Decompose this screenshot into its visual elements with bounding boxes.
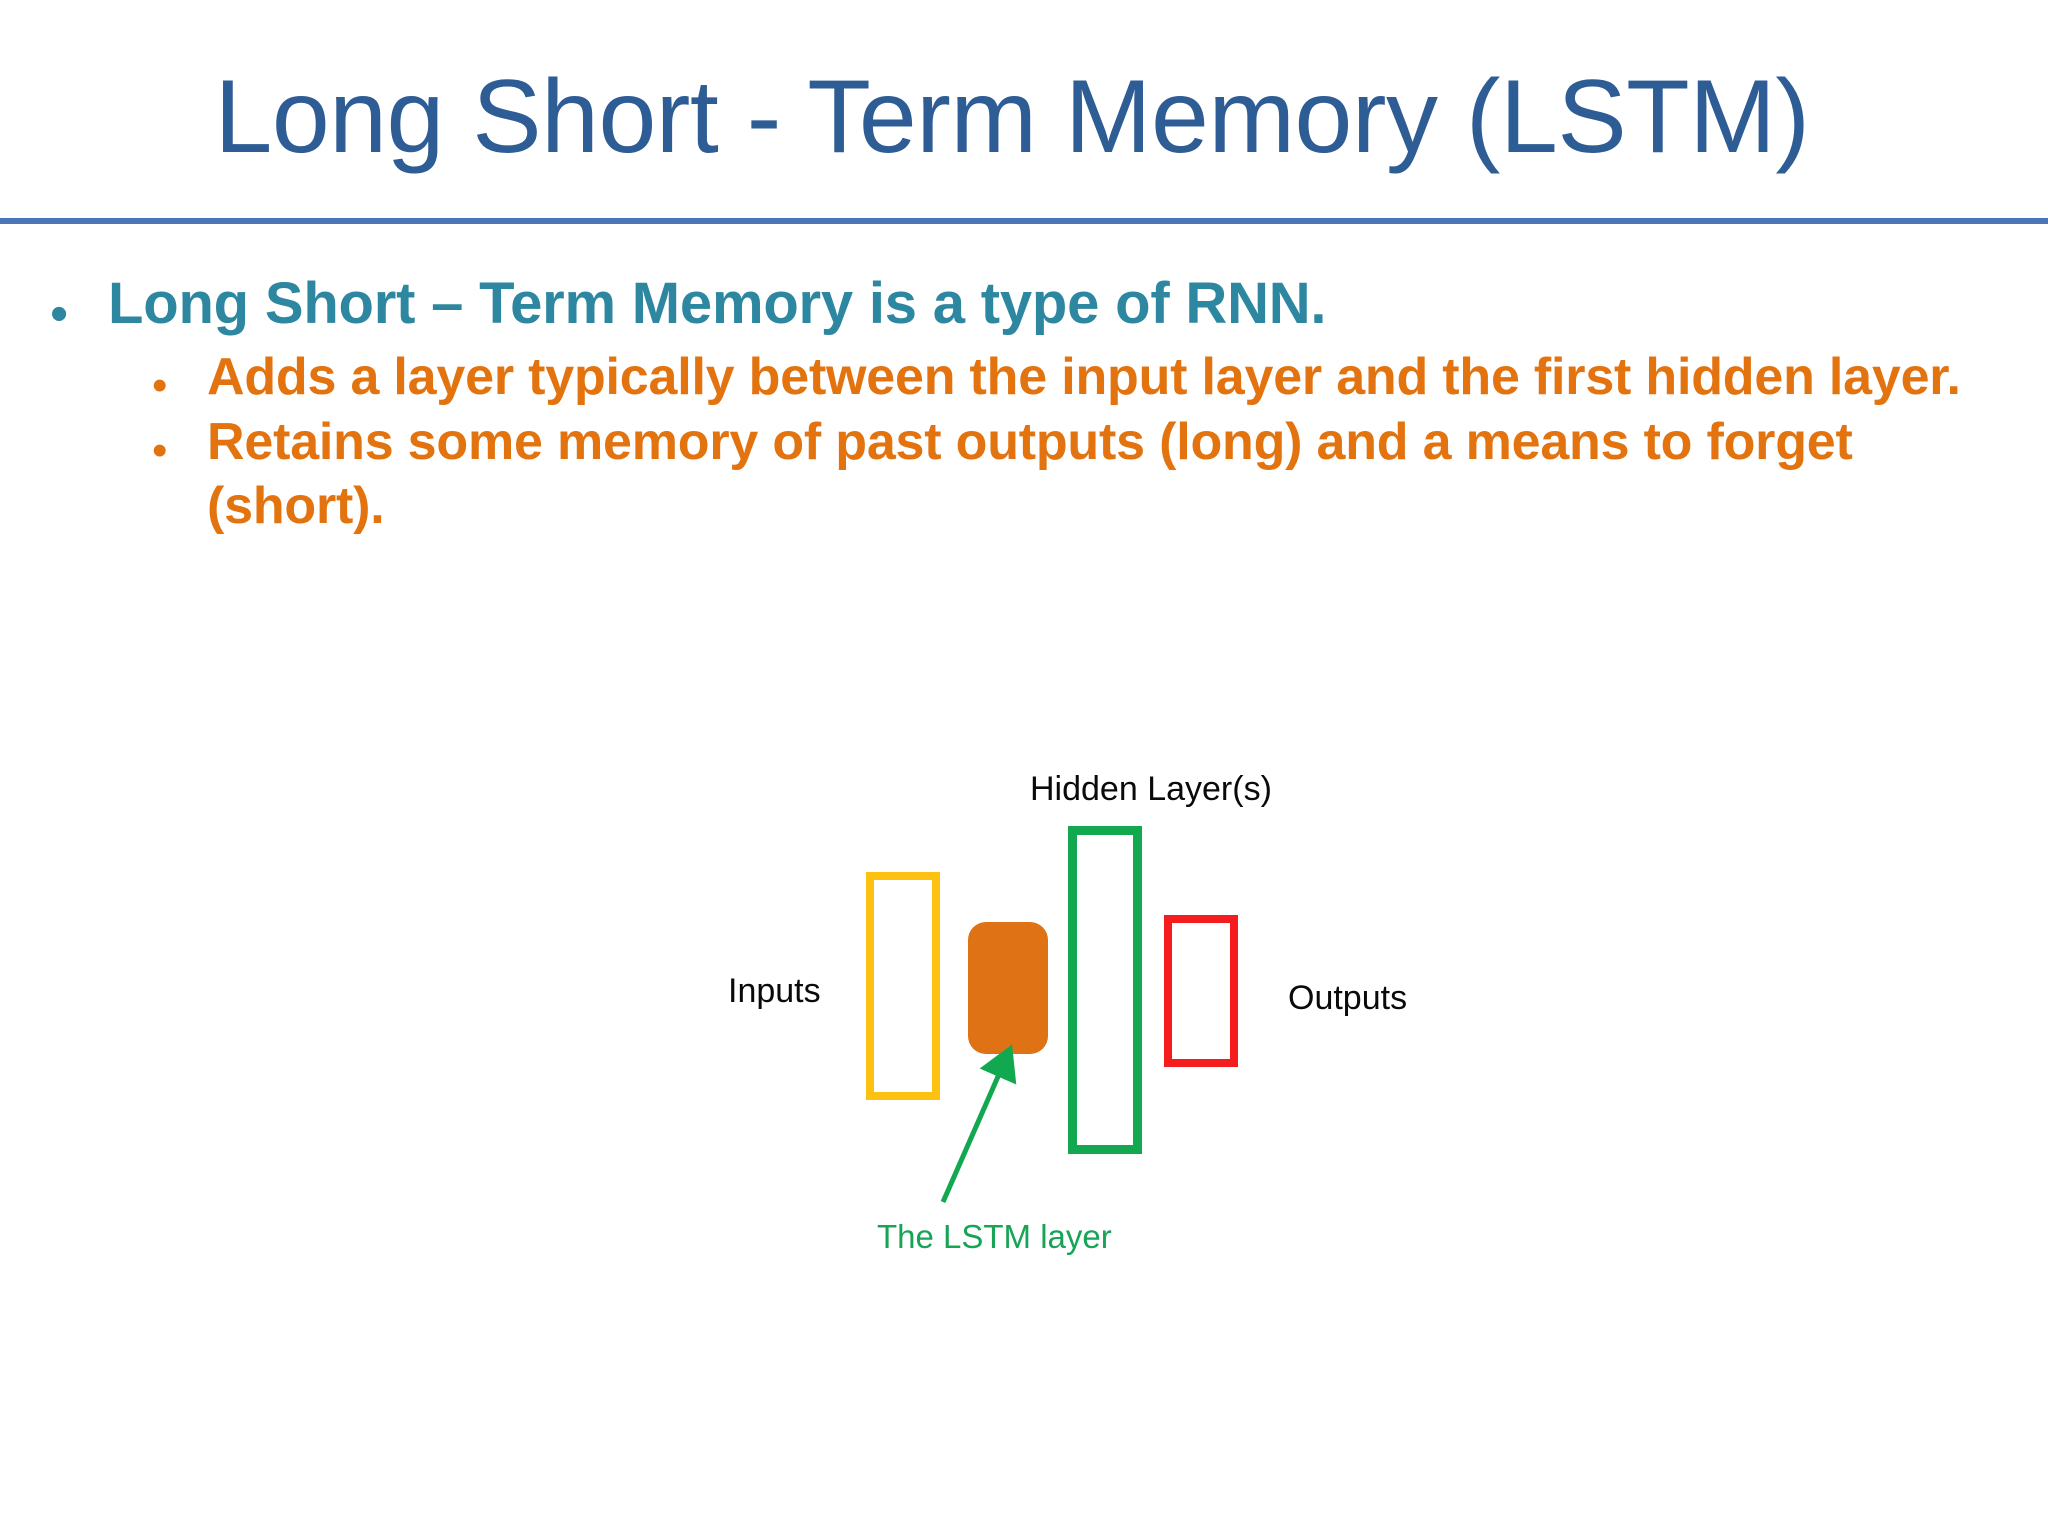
bullet-marker-icon: • [50,285,69,343]
bullet-item-2: • Adds a layer typically between the inp… [0,346,2048,409]
bullet-text: Long Short – Term Memory is a type of RN… [108,271,1327,336]
lstm-callout-label: The LSTM layer [877,1218,1112,1255]
lstm-layer-shape [968,922,1048,1054]
bullet-text: Retains some memory of past outputs (lon… [207,413,1853,535]
bullet-marker-icon: • [152,426,168,476]
hidden-layer-label: Hidden Layer(s) [1030,770,1272,808]
input-layer-shape [866,872,940,1100]
bullet-item-3: • Retains some memory of past outputs (l… [0,411,2048,538]
title-area: Long Short - Term Memory (LSTM) [0,58,2048,208]
bullet-item-1: • Long Short – Term Memory is a type of … [0,270,2048,340]
page-title: Long Short - Term Memory (LSTM) [214,59,1810,175]
content-body: • Long Short – Term Memory is a type of … [0,270,2048,540]
hidden-layer-shape [1068,826,1142,1154]
title-divider [0,218,2048,224]
inputs-label: Inputs [728,972,821,1010]
bullet-text: Adds a layer typically between the input… [207,348,1961,406]
outputs-label: Outputs [1288,979,1408,1017]
output-layer-shape [1164,915,1238,1067]
bullet-marker-icon: • [152,361,168,410]
